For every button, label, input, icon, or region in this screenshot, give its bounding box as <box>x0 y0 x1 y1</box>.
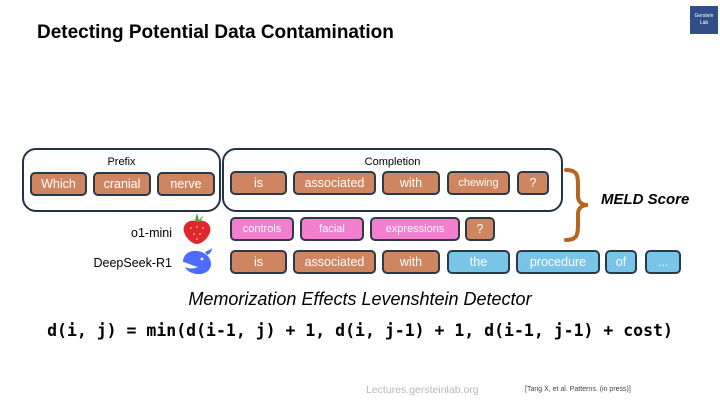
completion-label: Completion <box>364 156 421 168</box>
levenshtein-formula: d(i, j) = min(d(i-1, j) + 1, d(i, j-1) +… <box>47 321 673 340</box>
deepseek-token: with <box>382 250 440 274</box>
gerstein-lab-logo: Gerstein Lab <box>690 6 718 34</box>
strawberry-icon <box>183 213 211 244</box>
completion-group: Completion <box>222 148 563 212</box>
prefix-token: nerve <box>157 172 215 196</box>
completion-token: chewing <box>447 171 510 195</box>
completion-token: with <box>382 171 440 195</box>
deepseek-token: the <box>447 250 510 274</box>
deepseek-token: is <box>230 250 287 274</box>
prefix-token: Which <box>30 172 87 196</box>
o1-token: facial <box>300 217 364 241</box>
meld-score-label: MELD Score <box>601 191 690 208</box>
whale-icon <box>183 248 212 275</box>
completion-token: associated <box>293 171 376 195</box>
meld-subtitle: Memorization Effects Levenshtein Detecto… <box>188 289 532 309</box>
model-name-o1-mini: o1-mini <box>131 226 172 240</box>
prefix-label: Prefix <box>107 156 136 168</box>
o1-token: expressions <box>370 217 460 241</box>
model-name-deepseek-r1: DeepSeek-R1 <box>93 256 172 270</box>
deepseek-token: ... <box>645 250 681 274</box>
meld-brace-icon <box>564 168 589 242</box>
completion-token: ? <box>517 171 549 195</box>
footer-url: Lectures.gersteinlab.org <box>366 384 479 396</box>
deepseek-token: procedure <box>516 250 600 274</box>
citation: [Tang X, et al. Patterns. (in press)] <box>525 386 631 393</box>
prefix-group: Prefix <box>22 148 221 212</box>
prefix-token: cranial <box>93 172 151 196</box>
slide-title: Detecting Potential Data Contamination <box>37 22 394 43</box>
completion-token: is <box>230 171 287 195</box>
deepseek-token: associated <box>293 250 376 274</box>
deepseek-token: of <box>605 250 637 274</box>
o1-token: controls <box>230 217 294 241</box>
o1-token: ? <box>465 217 495 241</box>
